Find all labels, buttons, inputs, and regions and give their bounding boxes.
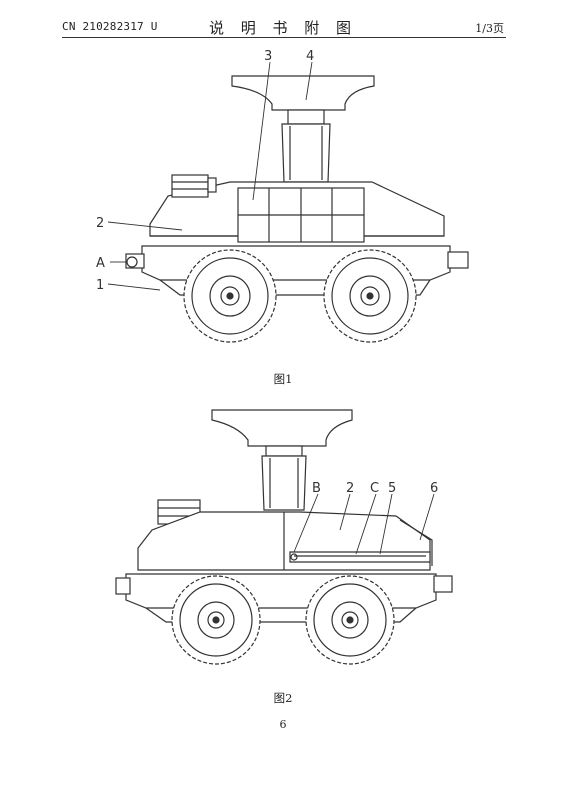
fig1-battery-grid: [237, 187, 365, 243]
fig2-label-5: 5: [388, 481, 396, 496]
figure-1-caption: 图1: [273, 372, 293, 386]
fig2-wheel-left: [171, 575, 261, 665]
fig1-leaders: [107, 61, 313, 291]
fig1-wheel-left: [183, 249, 277, 343]
fig2-top-plate: [211, 409, 353, 447]
fig1-label-2: 2: [96, 216, 104, 231]
fig1-label-3: 3: [264, 49, 272, 64]
fig1-label-a: A: [96, 256, 105, 271]
fig2-leaders: [293, 493, 435, 555]
patent-number: CN 210282317 U: [62, 20, 158, 33]
fig1-mast: [281, 109, 331, 183]
fig1-body: [125, 245, 469, 296]
fig2-tray: [289, 519, 433, 566]
fig2-label-2: 2: [346, 481, 354, 496]
figure-1-drawing: 3 4 2 A 1: [96, 49, 469, 343]
fig2-wheel-right: [305, 575, 395, 665]
fig1-wheel-right: [323, 249, 417, 343]
fig2-label-6: 6: [430, 481, 438, 496]
page-number: 6: [279, 718, 287, 731]
fig2-mast: [261, 445, 307, 511]
page-of-total: 1/3页: [475, 22, 504, 35]
fig1-top-plate: [231, 75, 375, 111]
fig2-label-c: C: [370, 481, 379, 496]
fig1-side-box: [171, 174, 217, 198]
fig2-label-b: B: [312, 481, 321, 496]
section-title: 说 明 书 附 图: [208, 19, 358, 37]
fig1-label-4: 4: [306, 49, 314, 64]
fig1-label-1: 1: [96, 278, 104, 293]
figure-2-drawing: B 2 C 5 6: [115, 409, 453, 665]
page-header: CN 210282317 U 说 明 书 附 图 1/3页: [0, 0, 566, 44]
fig2-body: [115, 573, 453, 623]
figure-2-caption: 图2: [273, 691, 293, 705]
header-rule: [62, 37, 506, 38]
